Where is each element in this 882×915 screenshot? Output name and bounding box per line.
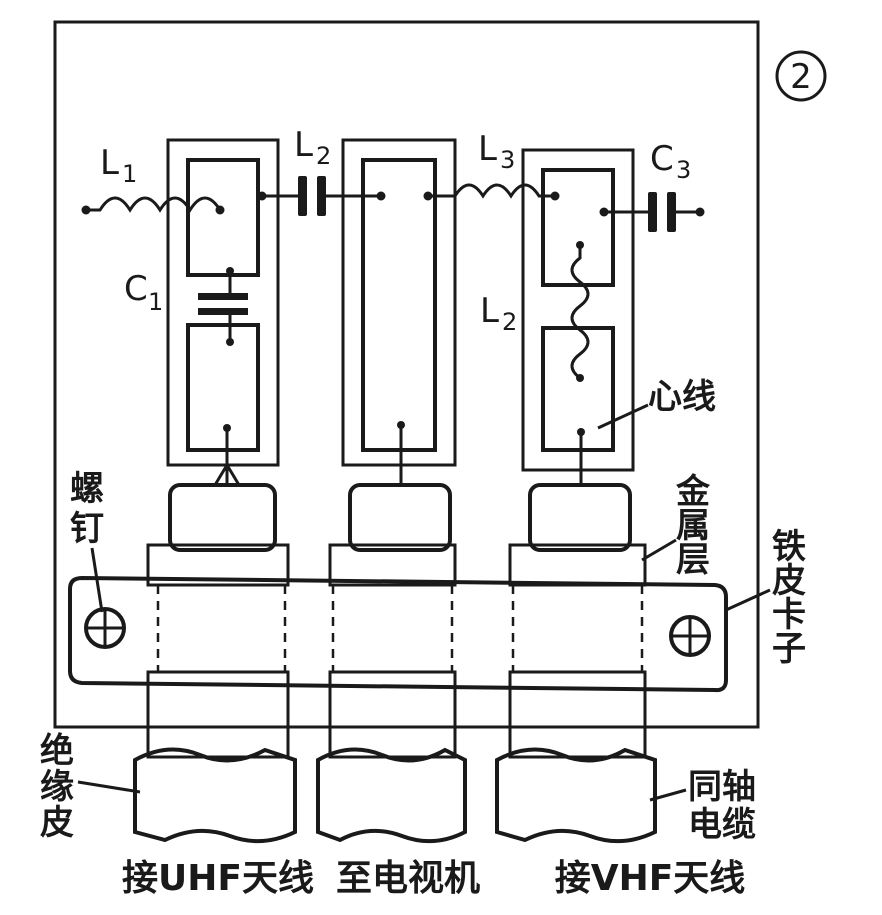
l3-dot-right [550, 191, 560, 201]
figure-number: 2 [790, 57, 812, 97]
vhf-plug [528, 483, 632, 552]
l2-top-main: L [294, 125, 313, 165]
c3-sub: 3 [676, 156, 691, 184]
label-c3: C 3 [650, 139, 691, 184]
l1-coil [86, 196, 222, 213]
iron-clamp [68, 575, 728, 693]
clamp-leader [725, 588, 771, 612]
uhf-plug [168, 483, 277, 552]
enclosure-box [53, 20, 760, 729]
to-tv-label: 至电视机 [336, 858, 480, 899]
insulation-label-1: 绝 [40, 731, 74, 771]
metal-layer-label-3: 层 [676, 540, 710, 580]
core-wire-label: 心线 [648, 377, 716, 417]
label-l2-top: L 2 [294, 125, 331, 170]
uhf-module [166, 138, 280, 486]
l3-main: L [478, 129, 497, 169]
uhf-shield [146, 543, 290, 759]
figure-number-circle [775, 50, 827, 102]
vhf-jacket [495, 747, 657, 844]
vhf-upper-plate [541, 168, 615, 287]
l1-sub: 1 [122, 160, 137, 188]
l1-main: L [100, 143, 119, 183]
metal-layer-leader [641, 538, 677, 562]
tv-shield [328, 543, 457, 759]
c1-plate-bottom [198, 308, 248, 315]
uhf-upper-plate [186, 158, 260, 277]
coax-label-1: 同轴 [688, 767, 756, 807]
tv-outer-frame [341, 138, 457, 467]
c3-dot-right [695, 207, 705, 217]
l2-top-capacitor [257, 176, 386, 216]
coax-leader [649, 788, 687, 802]
tv-module [341, 138, 457, 485]
c3-capacitor [599, 192, 705, 232]
c1-main: C [124, 269, 148, 309]
l2-right-sub: 2 [502, 308, 517, 336]
vhf-shield [508, 543, 647, 759]
l1-inductor [81, 196, 225, 215]
l2-top-sub: 2 [316, 142, 331, 170]
metal-layer-label-2: 属 [676, 506, 710, 546]
tv-plug [348, 483, 452, 552]
clamp-label-3: 卡 [772, 595, 806, 635]
vhf-feed-dot [577, 428, 585, 436]
vhf-antenna-label: 接VHF天线 [555, 858, 746, 899]
l2-top-dot-right [376, 191, 386, 201]
c1-sub: 1 [148, 288, 163, 316]
c3-plate-right [667, 192, 676, 232]
uhf-outer-frame [166, 138, 280, 467]
l2-top-plate-left [298, 176, 307, 216]
tv-jacket [316, 747, 467, 844]
c1-plate-top [198, 293, 248, 300]
l3-sub: 3 [500, 146, 515, 174]
vhf-module [521, 148, 635, 485]
uhf-lower-plate [186, 323, 260, 452]
c3-main: C [650, 139, 674, 179]
core-wire-leader [597, 403, 649, 430]
uhf-feed-dot [223, 424, 231, 432]
uhf-antenna-label: 接UHF天线 [122, 858, 314, 899]
label-l1: L 1 [100, 143, 137, 188]
clamp-label-1: 铁 [772, 527, 806, 567]
uhf-jacket [133, 747, 297, 844]
c3-plate-left [648, 192, 657, 232]
insulation-leader [77, 780, 141, 794]
screw-leader [90, 547, 104, 613]
label-c1: C 1 [124, 269, 163, 316]
label-l3: L 3 [478, 129, 515, 174]
screw-label-2: 钉 [70, 509, 104, 549]
l2-right-coil [570, 245, 590, 380]
metal-layer-label-1: 金 [675, 472, 711, 512]
c1-dot-bottom [226, 338, 234, 346]
clamp-label-4: 子 [772, 629, 806, 669]
tv-plate [361, 158, 437, 452]
label-l2-right: L 2 [480, 291, 517, 336]
l3-coil [428, 183, 555, 199]
l3-inductor [423, 183, 560, 201]
coax-label-2: 电缆 [688, 805, 756, 845]
clamp-body [68, 575, 728, 693]
tv-feed-dot [397, 421, 405, 429]
screw-label-1: 螺 [70, 469, 104, 509]
l2-top-plate-right [317, 176, 326, 216]
l2-right-dot-bottom [576, 374, 584, 382]
c1-dot-top [226, 267, 234, 275]
insulation-label-3: 皮 [40, 803, 74, 843]
uhf-feed-arm-left [213, 464, 229, 486]
l1-dot-right [215, 205, 225, 215]
insulation-label-2: 缘 [40, 767, 74, 807]
vhf-outer-frame [521, 148, 635, 472]
l2-right-main: L [480, 291, 499, 331]
clamp-label-2: 皮 [772, 561, 806, 601]
uhf-feed-arm-right [225, 464, 241, 486]
